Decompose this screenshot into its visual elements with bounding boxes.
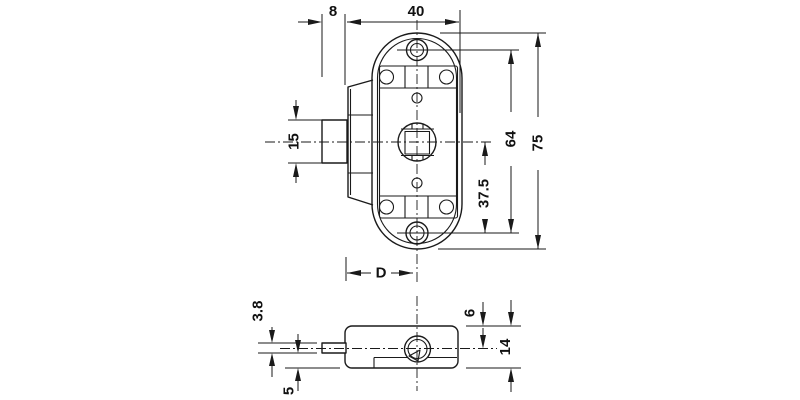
- case-profile-lines: [348, 114, 373, 174]
- dim-label-plate-height: 75: [530, 135, 547, 152]
- spindle-follower-chords: [401, 128, 434, 157]
- dim-label-case-top-to-spindle: 6: [462, 309, 479, 317]
- rivet-bottom-left: [378, 199, 395, 215]
- spindle-cam-wedge: [408, 349, 421, 362]
- case-bottom-outline: [344, 325, 459, 369]
- case-band-ticks: [404, 66, 429, 218]
- spindle-tabs: [411, 124, 424, 161]
- centerlines: [265, 20, 497, 391]
- right-extension-lines: [397, 32, 546, 250]
- latch-height-extension-lines: [288, 119, 333, 164]
- case-band-lines: [380, 87, 457, 197]
- latch-bolt-bottom: [321, 342, 347, 354]
- dim-label-backset: D: [376, 265, 387, 282]
- dim-label-body-width: 40: [408, 3, 425, 20]
- rivet-bottom-right: [438, 199, 455, 215]
- dim-label-screw-hole-spacing: 64: [503, 130, 520, 147]
- hub-bottom-inner: [407, 338, 428, 360]
- top-extension-lines: [321, 10, 461, 113]
- dim-label-case-depth: 14: [497, 338, 514, 355]
- rivet-top-right: [438, 69, 455, 85]
- side-profile-flange: [347, 79, 374, 206]
- dimension-lines: [269, 19, 541, 392]
- dim-label-spindle-to-screw-hole: 37.5: [476, 179, 493, 208]
- dim-label-latch-thickness: 3.8: [250, 301, 267, 322]
- dim-label-latch-to-case-bottom: 5: [281, 387, 298, 395]
- front-view: [321, 32, 463, 250]
- latch-bolt-profile: [321, 119, 348, 164]
- extension-lines: [258, 10, 546, 369]
- dim-label-latch-height: 15: [286, 133, 303, 150]
- dim-label-latch-protrusion: 8: [329, 3, 337, 20]
- dimension-labels: 8 40 15 64 75 37.5 D 3.8 5 6 14: [250, 3, 547, 395]
- rivet-top-left: [378, 69, 395, 85]
- bottom-view-extension-lines: [258, 325, 521, 369]
- bottom-view: [321, 325, 459, 369]
